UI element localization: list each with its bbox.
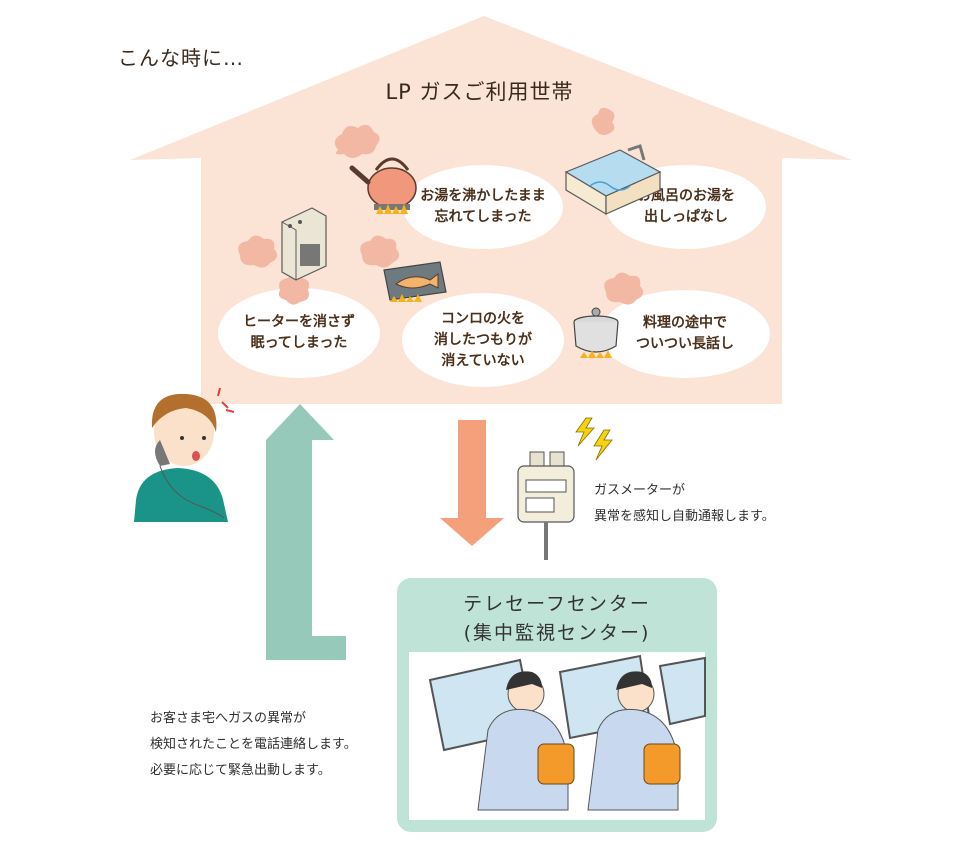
smoke-puff-icon (238, 235, 278, 268)
situation-bath: お風呂のお湯を 出しっぱなし (606, 165, 766, 249)
operator-icon (477, 671, 575, 811)
meter-note: ガスメーターが 異常を感知し自動通報します。 (594, 483, 775, 524)
alert-lightning-icon (575, 417, 613, 461)
situation-cooking: 料理の途中で ついつい長話し (600, 290, 770, 378)
situation-heater: ヒーターを消さず 眠ってしまった (218, 288, 380, 378)
smoke-puff-icon (278, 274, 310, 305)
smoke-puff-icon (360, 235, 400, 268)
cooking-pot-icon (573, 307, 619, 358)
house-title: LP ガスご利用世帯 (385, 80, 574, 104)
smoke-puff-icon (604, 272, 644, 305)
monitoring-center-title: テレセーフセンター (集中監視センター) (463, 593, 651, 644)
grill-fish-icon (383, 261, 447, 302)
smoke-puff-icon (334, 124, 380, 158)
heater-icon (281, 207, 327, 281)
kettle-icon (349, 157, 417, 214)
phone-note: お客さま宅へガスの異常が 検知されたことを電話連絡します。 必要に応じて緊急出動… (150, 711, 357, 778)
woman-on-phone-icon (134, 387, 235, 522)
situation-kettle: お湯を沸かしたまま 忘れてしまった (403, 165, 563, 249)
gas-meter-icon (517, 451, 575, 560)
bathtub-icon (564, 144, 662, 216)
return-arrow-up (266, 404, 346, 660)
smoke-puff-icon (591, 107, 615, 136)
alert-arrow-down (440, 420, 504, 546)
operator-icon (587, 671, 681, 811)
situation-stove: コンロの火を 消したつもりが 消えていない (402, 293, 564, 387)
intro-text: こんな時に… (118, 46, 244, 70)
